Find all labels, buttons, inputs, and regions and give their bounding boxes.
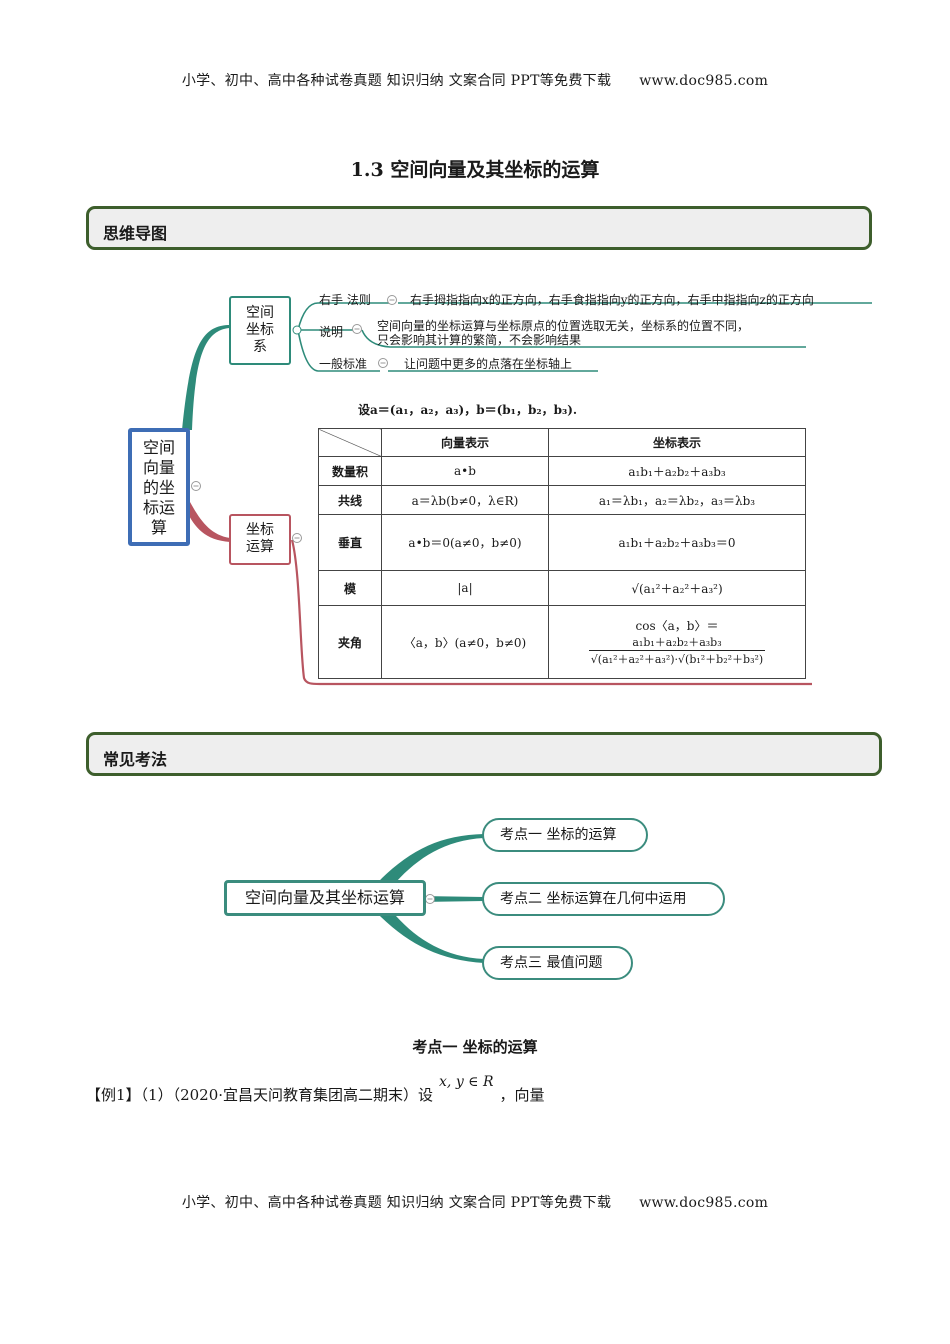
page-footer: 小学、初中、高中各种试卷真题 知识归纳 文案合同 PPT等免费下载 www.doc… xyxy=(0,1192,950,1212)
row-vector: a•b xyxy=(381,456,549,486)
row-name: 共线 xyxy=(318,485,382,515)
mindmap-root[interactable]: 空间向量的坐标运算 xyxy=(128,428,190,546)
section-bar-mindmap: 思维导图 xyxy=(86,206,872,250)
page-header: 小学、初中、高中各种试卷真题 知识归纳 文案合同 PPT等免费下载 www.doc… xyxy=(0,70,950,90)
section-bar-exam: 常见考法 xyxy=(86,732,882,776)
item-text-note-1: 空间向量的坐标运算与坐标原点的位置选取无关，坐标系的位置不同， xyxy=(377,319,750,333)
row-coord: √(a₁²＋a₂²＋a₃²) xyxy=(548,570,806,606)
row-name: 垂直 xyxy=(318,514,382,571)
page-title: 1.3 空间向量及其坐标的运算 xyxy=(350,159,600,181)
angle-denominator: √(a₁²＋a₂²＋a₃²)·√(b₁²＋b₂²＋b₃²) xyxy=(590,653,764,666)
table-row: 夹角 〈a，b〉(a≠0，b≠0) cos〈a，b〉＝ a₁b₁＋a₂b₂＋a₃… xyxy=(318,605,806,679)
item-text-note-2: 只会影响其计算的繁简，不会影响结果 xyxy=(377,333,582,347)
row-coord: a₁b₁＋a₂b₂＋a₃b₃＝0 xyxy=(548,514,806,571)
table-header-coord: 坐标表示 xyxy=(548,428,806,457)
angle-fraction: a₁b₁＋a₂b₂＋a₃b₃ √(a₁²＋a₂²＋a₃²)·√(b₁²＋b₂²＋… xyxy=(588,634,766,667)
section-label: 常见考法 xyxy=(103,750,168,769)
header-text: 小学、初中、高中各种试卷真题 知识归纳 文案合同 PPT等免费下载 xyxy=(181,73,612,89)
row-name: 夹角 xyxy=(318,605,382,679)
mindmap-branch-coordinate-ops[interactable]: 坐标运算 xyxy=(229,514,291,565)
footer-text: 小学、初中、高中各种试卷真题 知识归纳 文案合同 PPT等免费下载 xyxy=(181,1195,612,1211)
example-math: x, y ∈ R xyxy=(439,1074,494,1090)
item-text-standard: 让问题中更多的点落在坐标轴上 xyxy=(404,357,573,371)
mindmap-branch-coordinate-system[interactable]: 空间坐标系 xyxy=(229,296,291,365)
item-text-right-hand: 右手拇指指向x的正方向，右手食指指向y的正方向，右手中指指向z的正方向 xyxy=(410,293,814,307)
item-label-right-hand: 右手 法则 xyxy=(319,293,371,307)
exam-map-center[interactable]: 空间向量及其坐标运算 xyxy=(224,880,426,916)
example-suffix: ，向量 xyxy=(499,1086,545,1104)
subheading: 考点一 坐标的运算 xyxy=(412,1038,538,1056)
exam-topic-2[interactable]: 考点二 坐标运算在几何中运用 xyxy=(482,882,725,916)
row-coord: a₁b₁＋a₂b₂＋a₃b₃ xyxy=(548,456,806,486)
center-label: 空间向量及其坐标运算 xyxy=(244,888,405,907)
table-corner-cell xyxy=(318,428,382,457)
vector-setup: 设a＝(a₁，a₂，a₃)，b＝(b₁，b₂，b₃). xyxy=(358,403,578,417)
example-prefix: 【例1】（1）（2020·宜昌天问教育集团高二期末）设 xyxy=(86,1086,434,1104)
section-label: 思维导图 xyxy=(103,224,168,243)
footer-site[interactable]: www.doc985.com xyxy=(639,1195,769,1211)
exam-topic-3[interactable]: 考点三 最值问题 xyxy=(482,946,633,980)
branch-label: 坐标运算 xyxy=(246,522,274,555)
vector-table: 向量表示 坐标表示 数量积 a•b a₁b₁＋a₂b₂＋a₃b₃ 共线 a＝λb… xyxy=(318,428,806,679)
mindmap-connectors xyxy=(182,295,872,686)
angle-prefix: cos〈a，b〉＝ xyxy=(635,619,719,633)
exam-topic-1[interactable]: 考点一 坐标的运算 xyxy=(482,818,648,852)
row-vector: |a| xyxy=(381,570,549,606)
branch-connector-teal xyxy=(182,325,230,430)
example-line: 【例1】（1）（2020·宜昌天问教育集团高二期末）设 x, y ∈ R ，向量 xyxy=(86,1074,545,1105)
item-label-note: 说明 xyxy=(319,325,344,339)
table-row: 共线 a＝λb(b≠0，λ∈R) a₁＝λb₁，a₂＝λb₂，a₃＝λb₃ xyxy=(318,485,806,515)
item-label-standard: 一般标准 xyxy=(319,357,368,371)
branch-connector-red xyxy=(186,502,230,542)
row-name: 模 xyxy=(318,570,382,606)
exam-map-connectors xyxy=(378,834,484,963)
mindmap-root-label: 空间向量的坐标运算 xyxy=(142,438,175,537)
row-vector: a•b＝0(a≠0，b≠0) xyxy=(381,514,549,571)
table-header-vector: 向量表示 xyxy=(381,428,549,457)
branch-connector-red-long xyxy=(290,539,812,686)
row-vector: a＝λb(b≠0，λ∈R) xyxy=(381,485,549,515)
table-row: 模 |a| √(a₁²＋a₂²＋a₃²) xyxy=(318,570,806,606)
row-vector: 〈a，b〉(a≠0，b≠0) xyxy=(381,605,549,679)
table-header-row: 向量表示 坐标表示 xyxy=(318,428,806,457)
angle-numerator: a₁b₁＋a₂b₂＋a₃b₃ xyxy=(588,634,766,651)
table-row: 垂直 a•b＝0(a≠0，b≠0) a₁b₁＋a₂b₂＋a₃b₃＝0 xyxy=(318,514,806,571)
header-site[interactable]: www.doc985.com xyxy=(639,73,769,89)
branch-label: 空间坐标系 xyxy=(246,305,274,355)
row-coord: a₁＝λb₁，a₂＝λb₂，a₃＝λb₃ xyxy=(548,485,806,515)
row-name: 数量积 xyxy=(318,456,382,486)
row-coord-angle: cos〈a，b〉＝ a₁b₁＋a₂b₂＋a₃b₃ √(a₁²＋a₂²＋a₃²)·… xyxy=(548,605,806,679)
table-row: 数量积 a•b a₁b₁＋a₂b₂＋a₃b₃ xyxy=(318,456,806,486)
